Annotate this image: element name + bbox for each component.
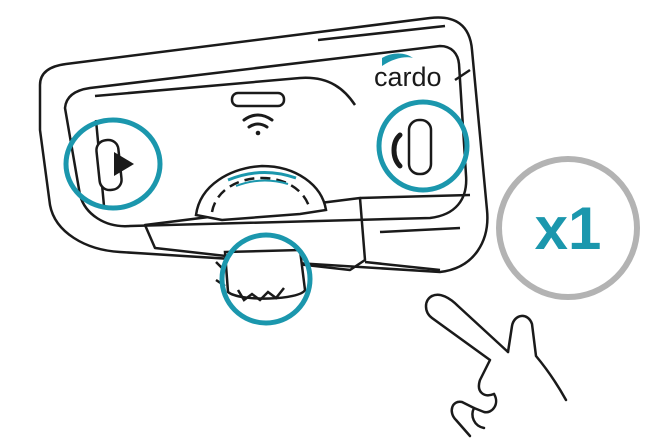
phone-button[interactable]	[376, 99, 470, 193]
play-button[interactable]	[63, 117, 163, 211]
dial-button-highlight	[219, 232, 313, 326]
status-bar	[230, 91, 286, 108]
tap-hand-icon	[424, 293, 568, 438]
press-count-badge: x1	[496, 156, 640, 300]
play-icon	[114, 152, 134, 176]
wifi-icon	[242, 113, 274, 136]
brand-logo: cardo	[374, 53, 442, 92]
phone-button-highlight	[376, 99, 470, 193]
press-count: x1	[535, 195, 602, 262]
phone-icon	[391, 132, 403, 169]
dial-button[interactable]	[194, 164, 328, 326]
brand-swoosh-icon	[382, 53, 413, 66]
play-button-highlight	[63, 117, 163, 211]
brand-name: cardo	[374, 62, 442, 92]
